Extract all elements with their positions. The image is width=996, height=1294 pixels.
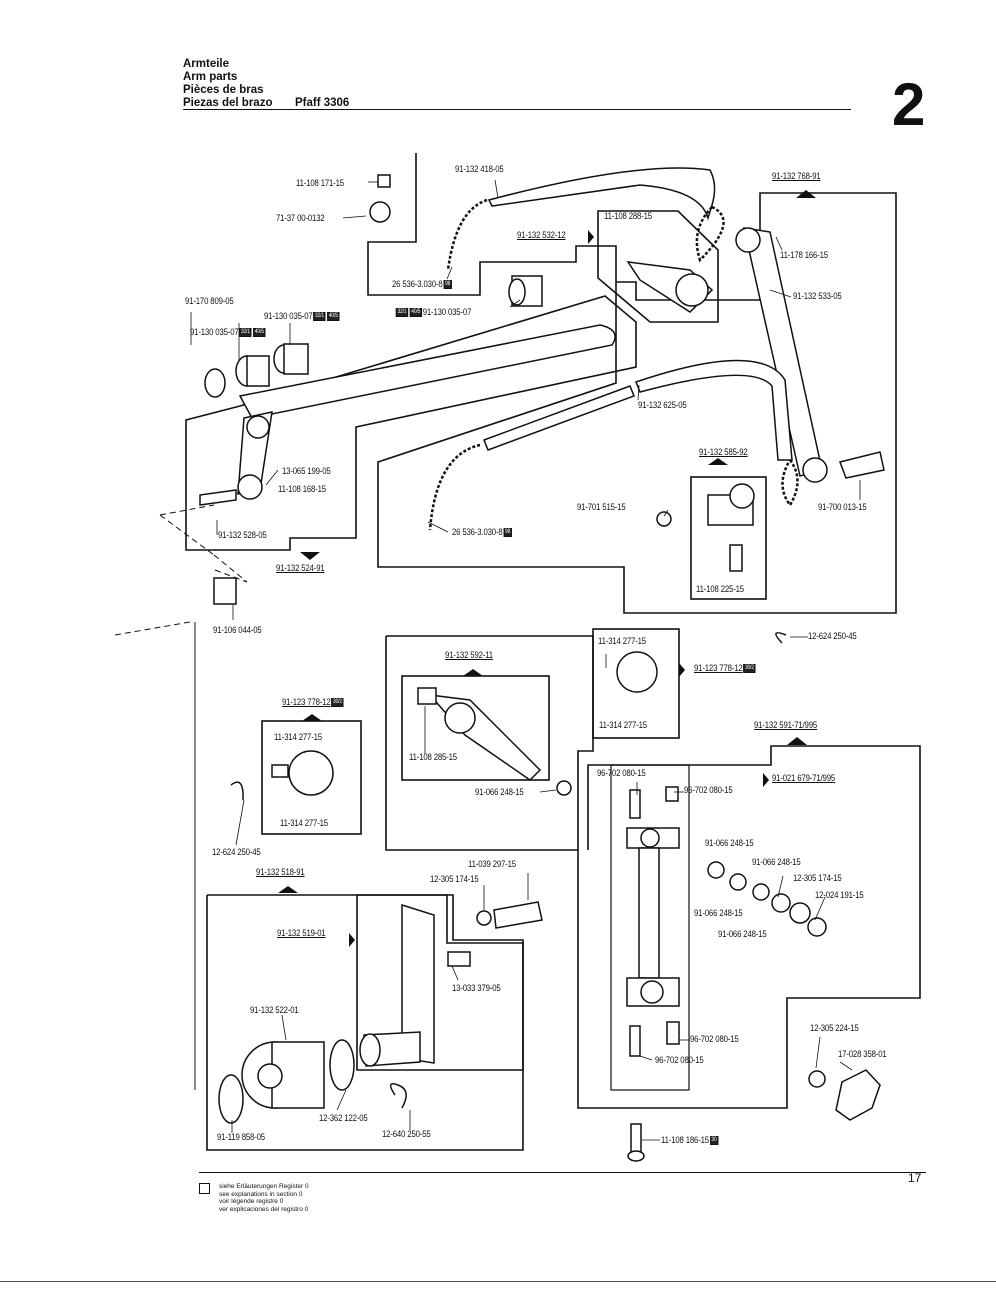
title-en: Arm parts xyxy=(183,71,238,83)
footer-rule xyxy=(199,1172,926,1173)
part-label: 91-132 625-05 xyxy=(638,400,687,411)
part-label: 91-701 515-15 xyxy=(577,502,626,513)
part-label: 12-640 250-55 xyxy=(382,1129,431,1140)
scan-edge-line xyxy=(0,1281,996,1282)
part-label: 11-314 277-15 xyxy=(598,636,646,647)
legend-line: voir légende registre 0 xyxy=(219,1198,284,1205)
part-label: 12-024 191-15 xyxy=(815,890,864,901)
part-label: 96-702 080-15 xyxy=(655,1055,704,1066)
machine-model: Pfaff 3306 xyxy=(295,97,350,109)
assembly-outline-top xyxy=(367,153,897,614)
part-label: 11-314 277-15 xyxy=(274,732,322,743)
part-label: 12-305 174-15 xyxy=(793,873,842,884)
subbox-679-71 xyxy=(610,764,690,1091)
part-label: 91-132 418-05 xyxy=(455,164,504,175)
legend-line: siehe Erläuterungen Register 0 xyxy=(219,1183,309,1190)
legend-box-icon xyxy=(199,1183,210,1194)
page-number: 17 xyxy=(908,1171,922,1185)
assembly-label: 91-132 591-71/995 xyxy=(754,720,818,731)
part-label: 91-066 248-15 xyxy=(752,857,801,868)
part-label: 12-624 250-45 xyxy=(808,631,857,642)
part-label: 11-108 225-15 xyxy=(696,584,744,595)
part-label: 91-132 528-05 xyxy=(218,530,267,541)
part-label: 91-066 248-15 xyxy=(705,838,754,849)
subbox-778-12-top xyxy=(592,628,680,739)
part-label: 91-132 533-05 xyxy=(793,291,842,302)
part-label: 91-066 248-15 xyxy=(694,908,743,919)
part-label: 11-178 166-15 xyxy=(780,250,828,261)
legend-line: see explanations in section 0 xyxy=(219,1190,303,1198)
part-label: 96-702 080-15 xyxy=(690,1034,739,1045)
part-label: 11-108 171-15 xyxy=(296,178,344,189)
part-label: 91-106 044-05 xyxy=(213,625,262,636)
part-label: 91-066 248-15 xyxy=(475,787,524,798)
assembly-label: 91-132 532-12 xyxy=(517,230,566,241)
subbox-585-92 xyxy=(690,476,767,600)
part-label: 12-305 224-15 xyxy=(810,1023,859,1034)
subbox-532-12 xyxy=(597,210,719,323)
assembly-label: 91-132 592-11 xyxy=(445,650,493,661)
part-label: 11-314 277-15 xyxy=(280,818,328,829)
part-label: 12-362 122-05 xyxy=(319,1113,368,1124)
page-header: Armteile Arm parts Pièces de bras Piezas… xyxy=(183,58,349,110)
subbox-519-01 xyxy=(356,894,524,1071)
assembly-label: 91-021 679-71/995 xyxy=(772,773,836,784)
title-fr: Pièces de bras xyxy=(183,84,264,96)
part-label: 96-702 080-15 xyxy=(684,785,733,796)
assembly-outline-bottom xyxy=(206,894,524,1151)
title-de: Armteile xyxy=(183,58,230,70)
section-number: 2 xyxy=(892,71,926,138)
legend-line: ver explicaciones del registro 0 xyxy=(219,1205,309,1213)
header-rule xyxy=(183,109,851,110)
assembly-label: 91-132 519-01 xyxy=(277,928,326,939)
part-label: 11-039 297-15 xyxy=(468,859,516,870)
part-label: 11-314 277-15 xyxy=(599,720,647,731)
part-label: 96-702 080-15 xyxy=(597,768,646,779)
part-label: 11-108 285-15 xyxy=(409,752,457,763)
title-es: Piezas del brazo xyxy=(183,97,273,109)
assembly-label: 91-132 518-91 xyxy=(256,867,305,878)
part-label: 91-119 858-05 xyxy=(217,1132,265,1143)
part-label: 11-108 288-15 xyxy=(604,211,652,222)
assembly-label: 91-132 524-91 xyxy=(276,563,325,574)
assembly-label: 91-132 768-91 xyxy=(772,171,821,182)
part-label: 13-033 379-05 xyxy=(452,983,501,994)
part-label: 91-700 013-15 xyxy=(818,502,867,513)
part-label: 91-170 809-05 xyxy=(185,296,234,307)
part-label: 91-132 522-01 xyxy=(250,1005,299,1016)
part-label: 12-305 174-15 xyxy=(430,874,479,885)
assembly-label: 91-132 585-92 xyxy=(699,447,748,458)
part-label: 12-624 250-45 xyxy=(212,847,261,858)
part-label: 17-028 358-01 xyxy=(838,1049,887,1060)
part-label: 91-066 248-15 xyxy=(718,929,767,940)
assembly-outline-shaft xyxy=(185,295,637,551)
part-label: 13-065 199-05 xyxy=(282,466,331,477)
part-label: 11-108 168-15 xyxy=(278,484,326,495)
part-label: 71-37 00-0132 xyxy=(276,213,325,224)
